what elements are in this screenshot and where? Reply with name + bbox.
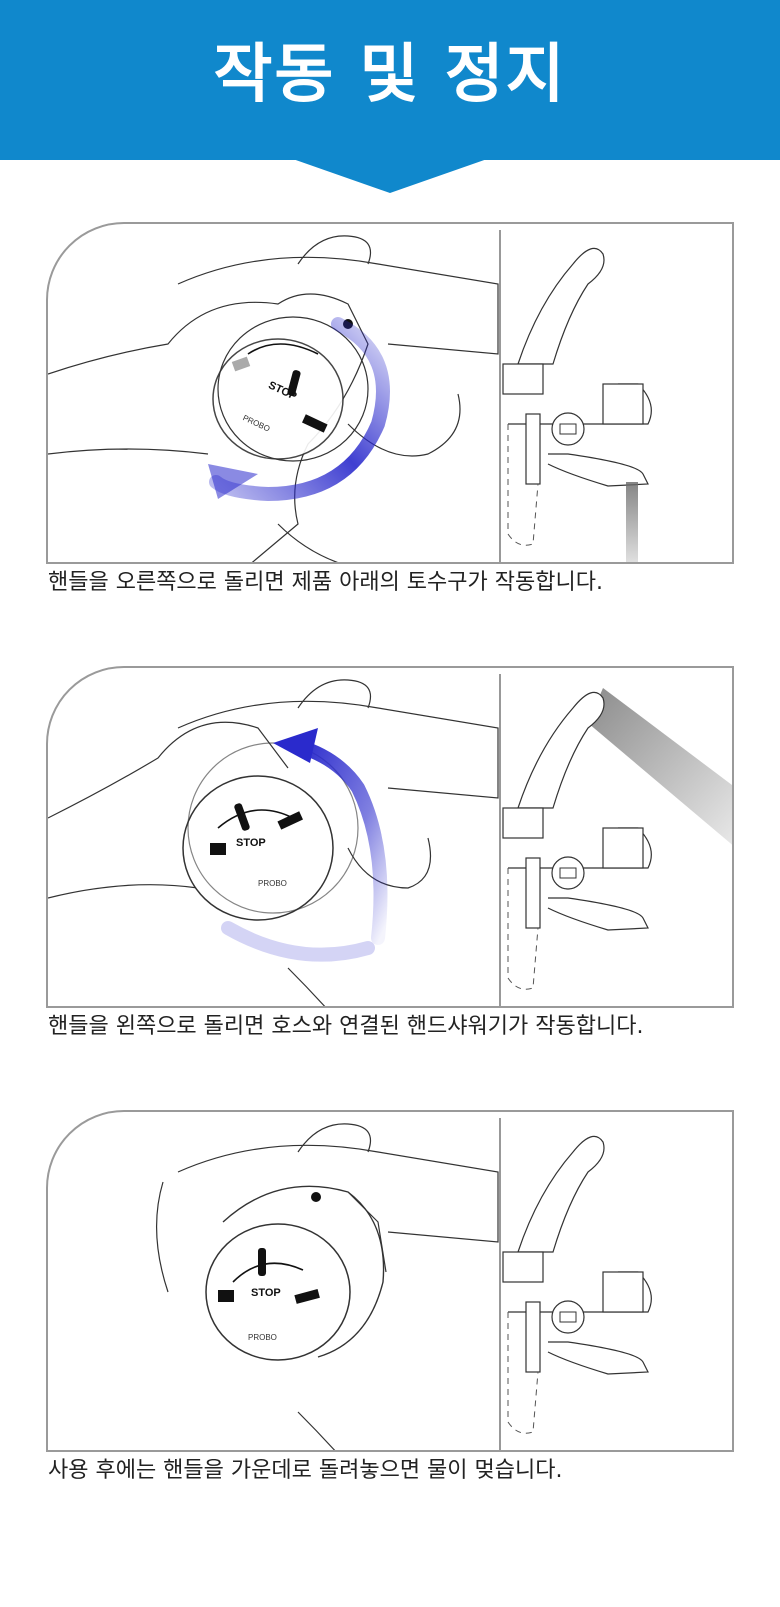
illustration-panel-left: STOP PROBO — [46, 666, 734, 1008]
illustration-panel-right: STOP PROBO — [46, 222, 734, 564]
header-banner: 작동 및 정지 — [0, 0, 780, 160]
page-title: 작동 및 정지 — [213, 38, 567, 112]
stop-label: STOP — [236, 837, 266, 849]
step-caption-2: 핸들을 왼쪽으로 돌리면 호스와 연결된 핸드샤워기가 작동합니다. — [48, 1014, 644, 1039]
banner-pointer — [290, 158, 490, 193]
step-caption-3: 사용 후에는 핸들을 가운데로 돌려놓으면 물이 멎습니다. — [48, 1458, 563, 1483]
brand-label: PROBO — [248, 1333, 277, 1342]
spout-water-stream — [626, 482, 638, 562]
step-caption-1: 핸들을 오른쪽으로 돌리면 제품 아래의 토수구가 작동합니다. — [48, 570, 603, 595]
illustration-panel-stop: STOP PROBO — [46, 1110, 734, 1452]
arrow-head — [208, 464, 258, 499]
stop-label: STOP — [251, 1287, 281, 1299]
hand-turn-right-illustration: STOP PROBO — [48, 230, 652, 562]
hand-turn-left-illustration: STOP PROBO — [48, 674, 732, 1006]
handle-center-stop-illustration: STOP PROBO — [155, 1118, 652, 1450]
brand-label: PROBO — [258, 879, 287, 888]
rotate-left-arrow — [291, 739, 388, 945]
handshower-water-spray — [588, 688, 732, 845]
arrow-head — [273, 728, 318, 763]
rotate-right-arrow — [209, 317, 390, 502]
